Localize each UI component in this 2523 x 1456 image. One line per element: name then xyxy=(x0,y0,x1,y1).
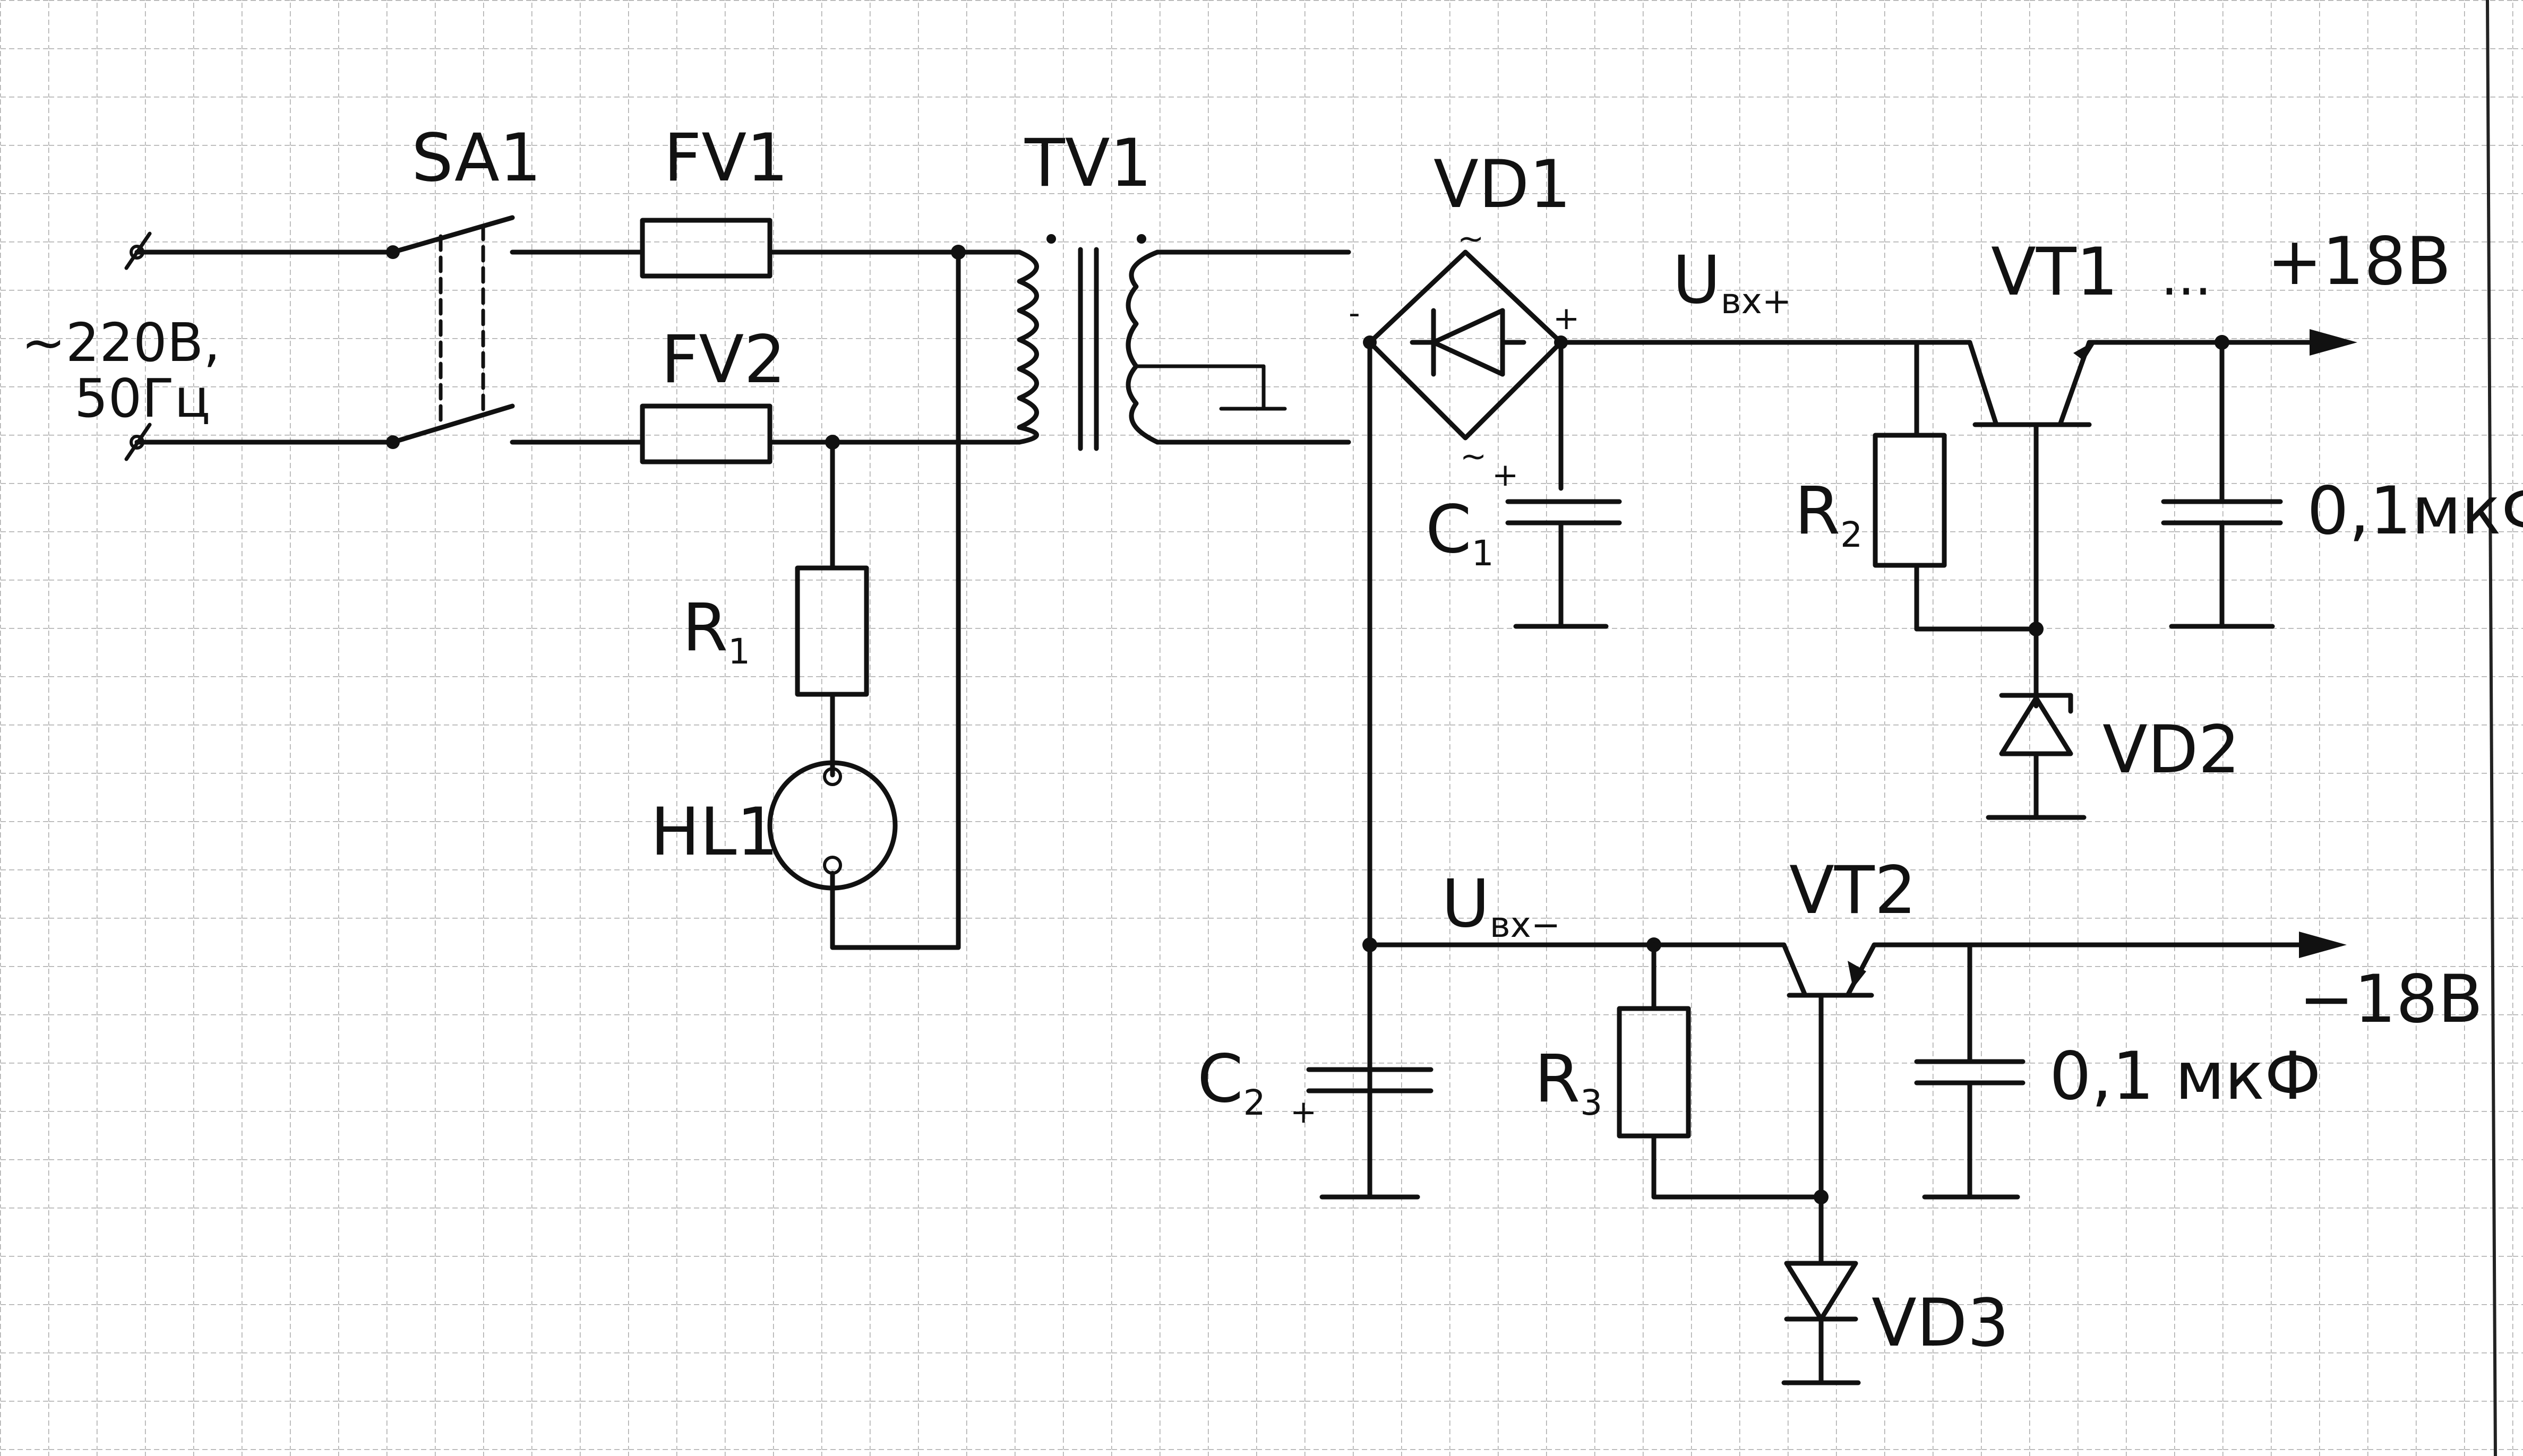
c2-plus-label: + xyxy=(1290,1093,1317,1131)
zener-vd2 xyxy=(1986,693,2087,820)
resistor-r1 xyxy=(795,440,869,778)
fv1-label: FV1 xyxy=(664,120,788,196)
vd2-label: VD2 xyxy=(2102,712,2240,788)
bridge-vd1 xyxy=(1363,249,1568,441)
fuse-fv1 xyxy=(640,218,966,279)
source-voltage-label: ~220В, xyxy=(21,312,220,374)
r3-label: R3 xyxy=(1534,1041,1602,1123)
capacitor-out-top xyxy=(2161,340,2283,629)
vt2-label: VT2 xyxy=(1789,852,1916,929)
transistor-vt2 xyxy=(1781,932,2347,1266)
cap-bottom-label: 0,1 мкФ xyxy=(2049,1038,2321,1115)
bridge-tilde-bottom: ~ xyxy=(1460,438,1487,475)
capacitor-c2 xyxy=(1306,1067,1434,1200)
uin-minus-label: Uвх− xyxy=(1441,866,1560,945)
vd1-label: VD1 xyxy=(1434,147,1571,223)
bridge-minus-label: - xyxy=(1349,295,1360,332)
positive-rail xyxy=(1558,340,1972,491)
fv2-label: FV2 xyxy=(661,322,786,398)
bridge-tilde-top: ~ xyxy=(1457,220,1484,257)
source-frequency-label: 50Гц xyxy=(74,367,210,429)
uin-plus-label: Uвх+ xyxy=(1672,242,1791,322)
output-minus-label: −18В xyxy=(2299,961,2483,1038)
bridge-plus-label: + xyxy=(1553,300,1580,337)
transformer-tv1 xyxy=(1017,234,1351,451)
mains-input xyxy=(124,231,396,461)
c1-label: C1 xyxy=(1426,492,1494,574)
lamp-hl1 xyxy=(767,249,1022,950)
resistor-r2 xyxy=(1873,433,2039,632)
vd3-label: VD3 xyxy=(1872,1285,2009,1362)
transistor-vt1 xyxy=(1967,329,2357,709)
zener-vd3 xyxy=(1781,1261,1861,1385)
switch-sa1 xyxy=(386,215,645,449)
page-edge-shadow xyxy=(2486,0,2497,1456)
ellipsis-mark: ... xyxy=(2161,245,2211,307)
sa1-label: SA1 xyxy=(411,120,542,196)
capacitor-c1 xyxy=(1505,499,1622,629)
r2-label: R2 xyxy=(1795,473,1863,555)
resistor-r3 xyxy=(1617,942,1824,1200)
output-plus-label: +18В xyxy=(2267,223,2451,300)
vt1-label: VT1 xyxy=(1991,234,2118,311)
capacitor-out-bottom xyxy=(1914,942,2026,1200)
tv1-label: TV1 xyxy=(1024,125,1152,202)
c2-label: C2 xyxy=(1197,1041,1266,1123)
r1-label: R1 xyxy=(682,590,750,672)
hl1-label: HL1 xyxy=(650,794,778,871)
negative-rail xyxy=(1362,340,1787,1200)
c1-plus-label: + xyxy=(1492,456,1518,494)
